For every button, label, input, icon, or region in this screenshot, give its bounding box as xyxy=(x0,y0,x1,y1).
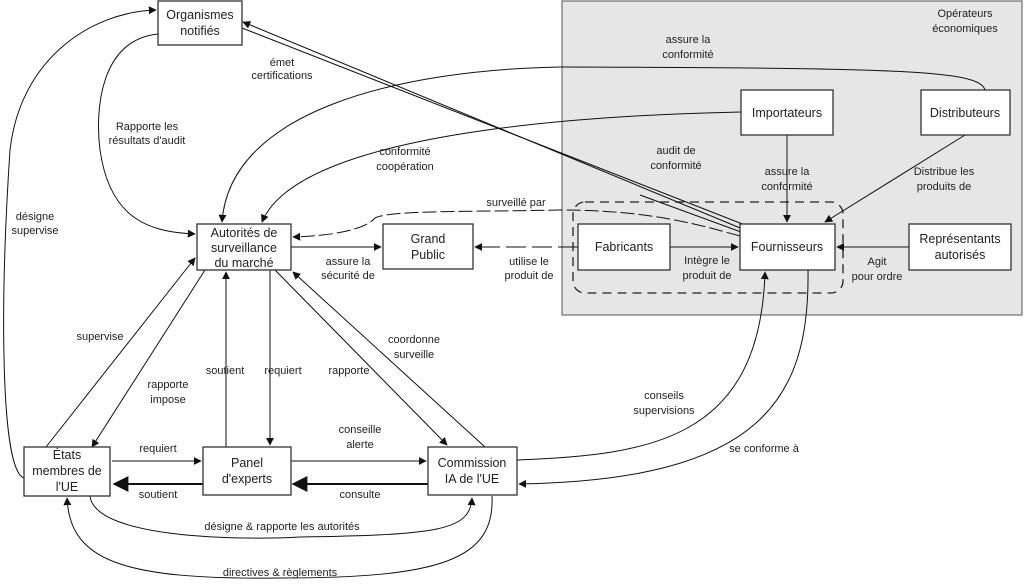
svg-text:Fournisseurs: Fournisseurs xyxy=(751,240,823,254)
label-soutient-up: soutient xyxy=(206,365,245,377)
node-fabricants[interactable]: Fabricants xyxy=(577,223,671,271)
label-designe-rapporte: désigne & rapporte les autorités xyxy=(204,521,360,533)
label-soutient: soutient xyxy=(139,489,178,501)
edge-conseils xyxy=(516,271,769,461)
edge-emet-b xyxy=(242,21,746,231)
edge-se-conforme xyxy=(518,269,809,488)
svg-text:Distributeurs: Distributeurs xyxy=(930,106,1000,120)
label-rapporte: rapporte xyxy=(329,365,370,377)
edge-designe-rapporte xyxy=(89,495,476,539)
edge-dist-fourn xyxy=(824,134,966,223)
edge-supervise xyxy=(45,257,196,448)
label-requiert: requiert xyxy=(139,443,176,455)
edge-conformite xyxy=(261,111,742,223)
edge-assure-conf-top xyxy=(218,66,986,223)
node-distributeurs[interactable]: Distributeurs xyxy=(920,89,1011,136)
svg-text:Fabricants: Fabricants xyxy=(595,240,653,254)
label-consulte: consulte xyxy=(340,489,381,501)
label-supervise: supervise xyxy=(76,331,123,343)
edge-audit xyxy=(639,194,742,233)
label-surveille: surveillé par xyxy=(486,197,546,209)
node-importateurs[interactable]: Importateurs xyxy=(740,89,834,136)
edge-rapporte xyxy=(274,269,448,446)
edge-surveille xyxy=(292,209,741,241)
edge-directives xyxy=(63,495,493,579)
edge-designe xyxy=(3,6,157,479)
label-se-conforme: se conforme à xyxy=(729,443,800,455)
edge-emet-a xyxy=(241,27,746,226)
edges xyxy=(3,6,986,579)
edge-coordonne xyxy=(292,271,486,448)
edge-rapporte-audit xyxy=(98,33,196,238)
label-directives: directives & règlements xyxy=(223,567,338,579)
edge-rapporte-impose xyxy=(91,269,206,448)
svg-text:Importateurs: Importateurs xyxy=(752,106,822,120)
label-requiert-down: requiert xyxy=(264,365,301,377)
node-fournisseurs[interactable]: Fournisseurs xyxy=(739,223,836,271)
